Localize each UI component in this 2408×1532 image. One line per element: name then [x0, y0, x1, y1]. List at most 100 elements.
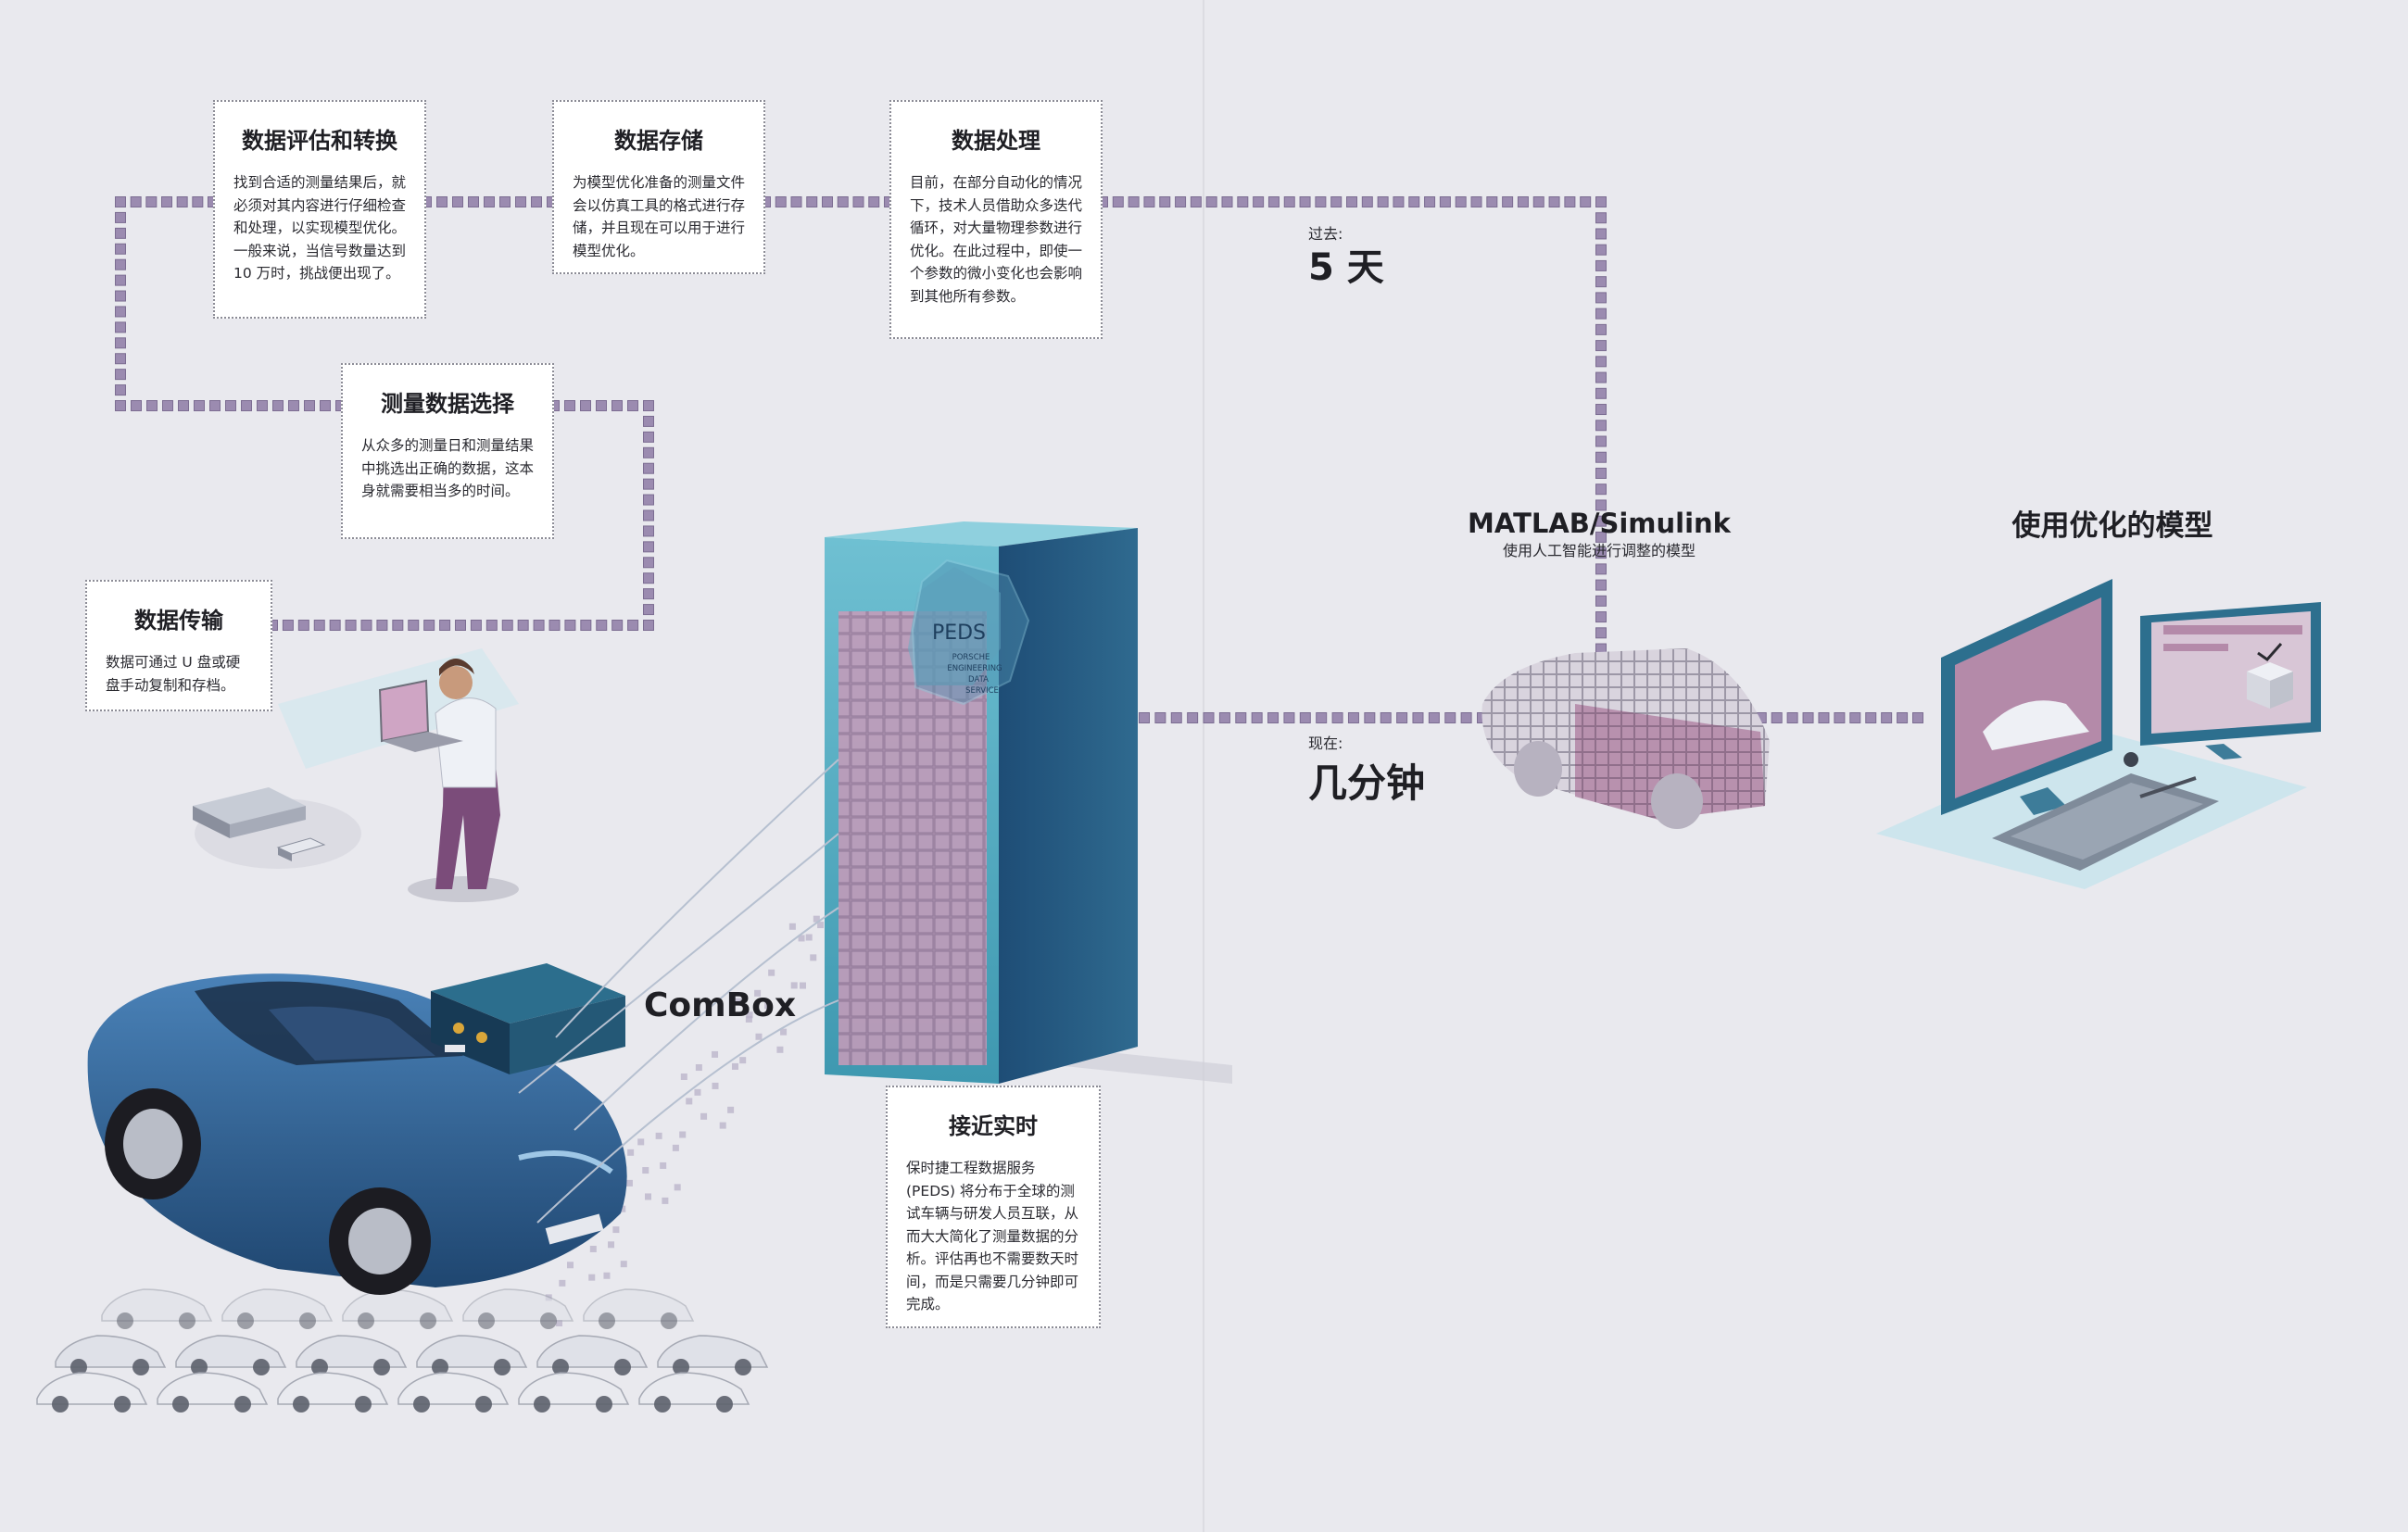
workstation — [1876, 579, 2321, 889]
fleet-wheel — [355, 1396, 372, 1413]
connection-dot — [1235, 712, 1247, 723]
connection-dot — [1595, 371, 1607, 383]
connection-dot — [1346, 196, 1357, 207]
connection-dot — [837, 196, 849, 207]
connection-dot — [1595, 531, 1607, 543]
card-data-processing: 数据处理 目前，在部分自动化的情况下，技术人员借助众多迭代循环，对大量物理参数进… — [889, 100, 1103, 339]
connection-dot — [408, 620, 420, 631]
connection-dot — [468, 196, 479, 207]
data-particle — [559, 1279, 566, 1287]
connection-dot — [161, 196, 172, 207]
connection-dot — [517, 620, 529, 631]
connection-dot — [176, 196, 188, 207]
connection-dot — [1283, 196, 1295, 207]
connection-dot — [499, 196, 511, 207]
connection-dot — [130, 196, 142, 207]
connection-dot — [115, 337, 126, 349]
connection-dot — [1470, 196, 1482, 207]
fleet-wheel — [253, 1359, 270, 1375]
card-title: 接近实时 — [949, 1113, 1038, 1139]
test-fleet — [36, 1288, 769, 1413]
connection-dot — [1595, 515, 1607, 527]
connection-dot — [1595, 435, 1607, 447]
data-particle — [764, 1002, 772, 1010]
connection-dot — [115, 243, 126, 255]
fleet-car-icon — [657, 1335, 769, 1368]
connection-dot — [1595, 244, 1607, 256]
connection-dot — [439, 620, 451, 631]
connection-dot — [115, 321, 126, 333]
data-particle — [695, 1064, 702, 1072]
card-body: 目前，在部分自动化的情况下，技术人员借助众多迭代循环，对大量物理参数进行优化。在… — [910, 174, 1083, 305]
connection-dot — [145, 196, 158, 207]
connection-dot — [643, 572, 654, 584]
connection-dot — [1595, 467, 1607, 479]
laptop-icon — [378, 679, 463, 752]
connection-dot — [596, 400, 607, 411]
connection-dot — [178, 400, 189, 411]
fleet-wheel — [299, 1312, 316, 1329]
card-title: 数据存储 — [614, 128, 703, 154]
fleet-car-icon — [638, 1372, 750, 1405]
connection-dot — [1221, 196, 1233, 207]
connection-dot — [1112, 196, 1124, 207]
connection-dot — [1237, 196, 1249, 207]
fleet-car-icon — [416, 1335, 528, 1368]
fleet-wheel — [70, 1359, 87, 1375]
data-particle — [798, 935, 805, 942]
data-particle — [799, 982, 806, 989]
connection-dot — [1190, 196, 1202, 207]
connection-dot — [1299, 196, 1311, 207]
connection-dot — [1865, 712, 1877, 723]
past-value: 5 天 — [1308, 246, 1384, 289]
connection-dot — [1205, 196, 1217, 207]
data-particle — [694, 1088, 701, 1096]
connection-dot — [1139, 712, 1150, 723]
connection-dot — [1771, 712, 1783, 723]
fleet-wheel — [534, 1396, 550, 1413]
data-particle — [644, 1193, 651, 1200]
connection-dot — [1595, 212, 1607, 224]
connection-dot — [1595, 228, 1607, 240]
data-particle — [674, 1184, 681, 1191]
connection-dot — [643, 604, 654, 616]
connection-dot — [131, 400, 142, 411]
tablet-icon — [1992, 752, 2219, 871]
connection-dot — [1444, 712, 1456, 723]
fleet-wheel — [172, 1396, 189, 1413]
connection-dot — [515, 196, 526, 207]
connection-dot — [1175, 196, 1187, 207]
check-cube-icon — [2247, 643, 2293, 709]
connection-dot — [146, 400, 158, 411]
fleet-wheel — [478, 1312, 495, 1329]
connection-dot — [209, 400, 221, 411]
fleet-wheel — [420, 1312, 436, 1329]
fleet-wheel — [237, 1312, 254, 1329]
card-data-evaluation: 数据评估和转换 找到合适的测量结果后，就必须对其内容进行仔细检查和处理，以实现模… — [213, 100, 426, 319]
fleet-wheel — [413, 1396, 430, 1413]
connection-dot — [643, 620, 654, 631]
usb-stick-icon — [276, 837, 326, 861]
connection-dot — [1595, 404, 1607, 416]
connection-dot — [1347, 712, 1359, 723]
fleet-wheel — [552, 1359, 569, 1375]
data-particle — [660, 1162, 667, 1169]
connection-dot — [1595, 292, 1607, 304]
connection-dot — [304, 400, 315, 411]
connection-dot — [1595, 420, 1607, 432]
data-particle — [686, 1098, 693, 1105]
connection-dot — [470, 620, 482, 631]
fleet-wheel — [311, 1359, 328, 1375]
connection-dot — [1283, 712, 1295, 723]
connection-dot — [115, 400, 126, 411]
fleet-wheel — [293, 1396, 309, 1413]
data-particle — [755, 1033, 763, 1040]
hard-drive-icon — [193, 787, 361, 869]
connection-dot — [115, 227, 126, 239]
connection-dot — [1595, 595, 1607, 607]
connection-dot — [1595, 611, 1607, 623]
matlab-subtitle: 使用人工智能进行调整的模型 — [1503, 542, 1696, 559]
connection-dot — [1187, 712, 1199, 723]
peds-line-3: DATA — [968, 675, 989, 684]
connection-dot — [580, 400, 591, 411]
